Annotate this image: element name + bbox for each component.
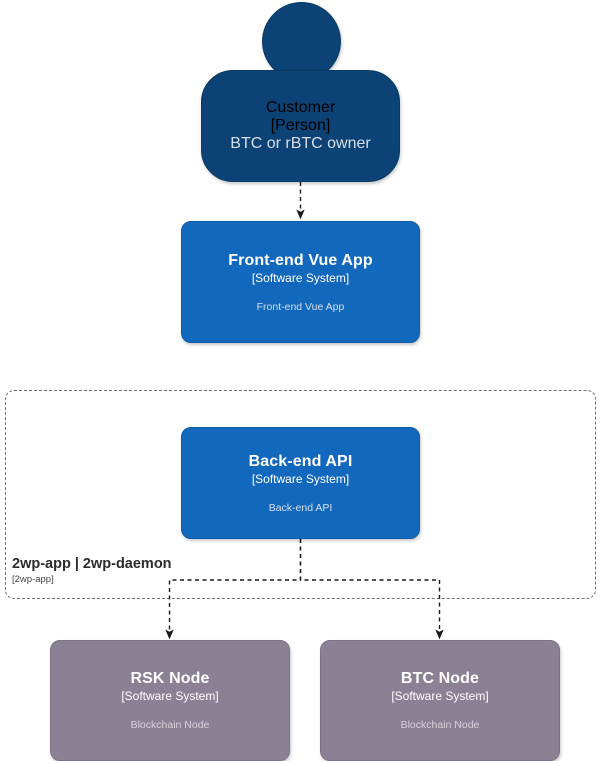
node-description: Blockchain Node (400, 719, 480, 731)
node-title: Back-end API (248, 452, 353, 470)
boundary-label: 2wp-app | 2wp-daemon [2wp-app] (12, 555, 312, 586)
node-frontend-vue-app[interactable]: Front-end Vue App [Software System] Fron… (181, 221, 420, 343)
node-type: [Software System] (251, 471, 350, 486)
node-backend-api[interactable]: Back-end API [Software System] Back-end … (181, 427, 420, 539)
node-title: BTC Node (400, 670, 480, 687)
node-type: [Software System] (251, 270, 350, 285)
node-title: Front-end Vue App (228, 251, 373, 269)
node-description: BTC or rBTC owner (230, 135, 371, 152)
boundary-type: [2wp-app] (12, 574, 54, 585)
node-description: Back-end API (268, 501, 333, 514)
node-rsk-node[interactable]: RSK Node [Software System] Blockchain No… (50, 640, 290, 761)
node-customer[interactable]: Customer [Person] BTC or rBTC owner (201, 70, 400, 182)
node-description: Front-end Vue App (256, 300, 345, 313)
node-type: [Software System] (391, 689, 489, 703)
node-type: [Person] (270, 117, 331, 134)
node-title: Customer (265, 99, 336, 116)
person-head-customer (262, 2, 341, 81)
node-type: [Software System] (121, 689, 219, 703)
node-btc-node[interactable]: BTC Node [Software System] Blockchain No… (320, 640, 560, 761)
node-title: RSK Node (130, 670, 210, 687)
boundary-name: 2wp-app | 2wp-daemon (12, 556, 172, 572)
node-description: Blockchain Node (130, 719, 210, 731)
